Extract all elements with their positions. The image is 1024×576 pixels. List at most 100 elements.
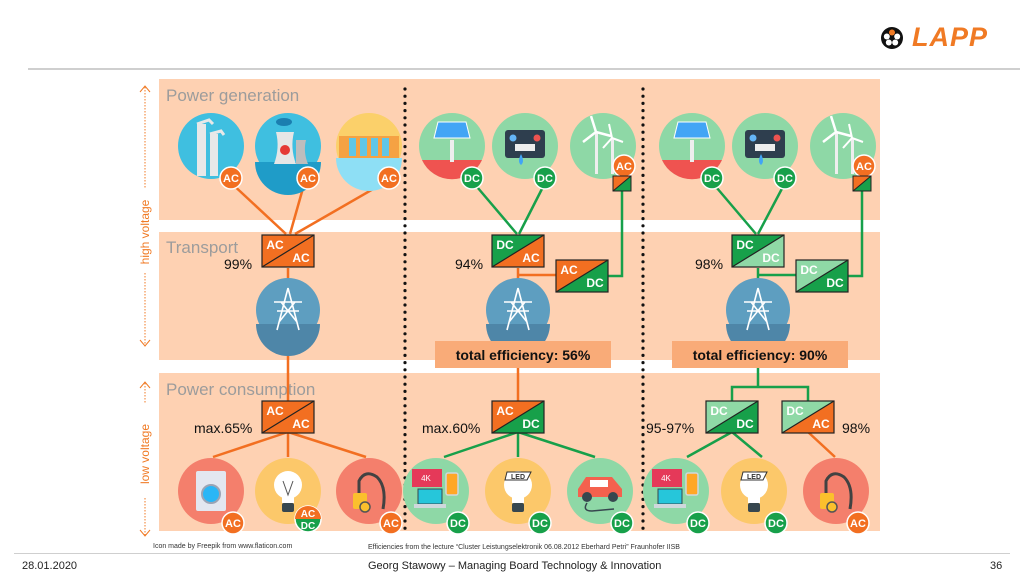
efficiency-dc-transport: 98% (695, 256, 724, 272)
low-voltage-up-arrow-icon (139, 381, 151, 389)
tag-dc: DC (764, 511, 788, 535)
electronics-devices-icon: 4K (403, 458, 469, 524)
tag-dc: DC (460, 166, 484, 190)
footer-page-number: 36 (990, 560, 1003, 572)
tag-dc: DC (533, 166, 557, 190)
svg-text:DC: DC (496, 238, 514, 252)
converter-dc-dc-wind: DC DC (795, 259, 849, 293)
mixed-grid-consumer-connections (443, 430, 596, 459)
svg-text:AC: AC (522, 251, 540, 265)
svg-text:AC: AC (292, 417, 310, 431)
svg-text:DC: DC (586, 276, 604, 290)
svg-text:AC: AC (266, 404, 284, 418)
svg-text:AC: AC (223, 173, 239, 185)
svg-text:AC: AC (301, 509, 315, 520)
svg-text:AC: AC (856, 161, 872, 173)
total-efficiency-mixed: total efficiency: 56% (435, 341, 611, 368)
efficiency-source-credit: Efficiencies from the lecture “Cluster L… (368, 544, 680, 551)
tag-dc: DC (528, 511, 552, 535)
tag-dc: DC (700, 166, 724, 190)
svg-text:DC: DC (762, 251, 780, 265)
led-bulb-icon: LED (485, 458, 551, 524)
nuclear-plant-icon (255, 113, 321, 195)
footer-presenter: Georg Stawowy – Managing Board Technolog… (368, 560, 662, 572)
voltage-axis (139, 85, 151, 537)
high-voltage-down-arrow-icon (139, 339, 151, 347)
svg-text:DC: DC (614, 518, 630, 530)
converter-dc-ac-consumption: DC AC (781, 400, 835, 434)
total-efficiency-dc: total efficiency: 90% (672, 341, 848, 368)
svg-text:DC: DC (777, 173, 793, 185)
efficiency-ac-consumption: max.65% (194, 420, 253, 436)
tag-ac: AC (379, 511, 403, 535)
battery-icon (732, 113, 798, 179)
svg-text:DC: DC (532, 518, 548, 530)
electric-car-icon (567, 458, 633, 524)
battery-icon (492, 113, 558, 179)
header-divider (28, 68, 1020, 70)
footer-divider (14, 553, 1010, 554)
svg-text:AC: AC (381, 173, 397, 185)
svg-text:DC: DC (800, 263, 818, 277)
svg-text:DC: DC (522, 417, 540, 431)
band-title-generation: Power generation (166, 86, 300, 105)
lapp-logo: LAPP (880, 22, 988, 53)
svg-text:DC: DC (450, 518, 466, 530)
tag-ac: AC (377, 166, 401, 190)
svg-text:DC: DC (768, 518, 784, 530)
svg-text:4K: 4K (661, 474, 671, 483)
wind-ac-dc-converter-icon (852, 175, 872, 192)
tag-dc: DC (686, 511, 710, 535)
converter-dc-ac-transport: DC AC (491, 234, 545, 268)
vacuum-cleaner-icon (803, 458, 869, 524)
band-title-transport: Transport (166, 238, 239, 257)
washing-machine-icon (178, 458, 244, 524)
led-bulb-icon: LED (721, 458, 787, 524)
converter-ac-dc-consumption: AC DC (491, 400, 545, 434)
svg-text:AC: AC (300, 173, 316, 185)
wind-ac-dc-converter-icon (612, 175, 632, 192)
svg-text:LED: LED (747, 474, 761, 481)
svg-text:DC: DC (537, 173, 553, 185)
svg-text:DC: DC (690, 518, 706, 530)
cable-logo-icon (881, 26, 903, 49)
electronics-devices-icon: 4K (643, 458, 709, 524)
svg-text:DC: DC (704, 173, 720, 185)
vacuum-cleaner-icon (336, 458, 402, 524)
solar-panel-icon (659, 113, 725, 180)
svg-text:DC: DC (786, 404, 804, 418)
high-voltage-up-arrow-icon (139, 85, 151, 93)
efficiency-mixed-consumption: max.60% (422, 420, 481, 436)
svg-text:AC: AC (850, 518, 866, 530)
svg-text:AC: AC (812, 417, 830, 431)
efficiency-ac-transport: 99% (224, 256, 253, 272)
svg-text:DC: DC (464, 173, 480, 185)
svg-text:AC: AC (266, 238, 284, 252)
tag-dc: DC (446, 511, 470, 535)
low-voltage-down-arrow-icon (139, 529, 151, 537)
svg-text:LED: LED (511, 474, 525, 481)
svg-text:4K: 4K (421, 474, 431, 483)
icon-credit: Icon made by Freepik from www.flaticon.c… (153, 543, 293, 550)
efficiency-dc-consumption-left: 95-97% (646, 420, 695, 436)
svg-text:DC: DC (301, 521, 315, 532)
separator-dotted-1 (403, 87, 407, 535)
tag-dc: DC (773, 166, 797, 190)
tag-dc: DC (610, 511, 634, 535)
svg-text:DC: DC (736, 238, 754, 252)
footer-date: 28.01.2020 (22, 560, 78, 572)
svg-text:DC: DC (826, 276, 844, 290)
separator-dotted-2 (641, 87, 645, 535)
svg-text:DC: DC (736, 417, 754, 431)
band-title-consumption: Power consumption (166, 380, 316, 399)
tag-ac: AC (296, 166, 320, 190)
tag-ac: AC (219, 166, 243, 190)
svg-text:AC: AC (496, 404, 514, 418)
converter-ac-ac-consumption: AC AC (261, 400, 315, 434)
